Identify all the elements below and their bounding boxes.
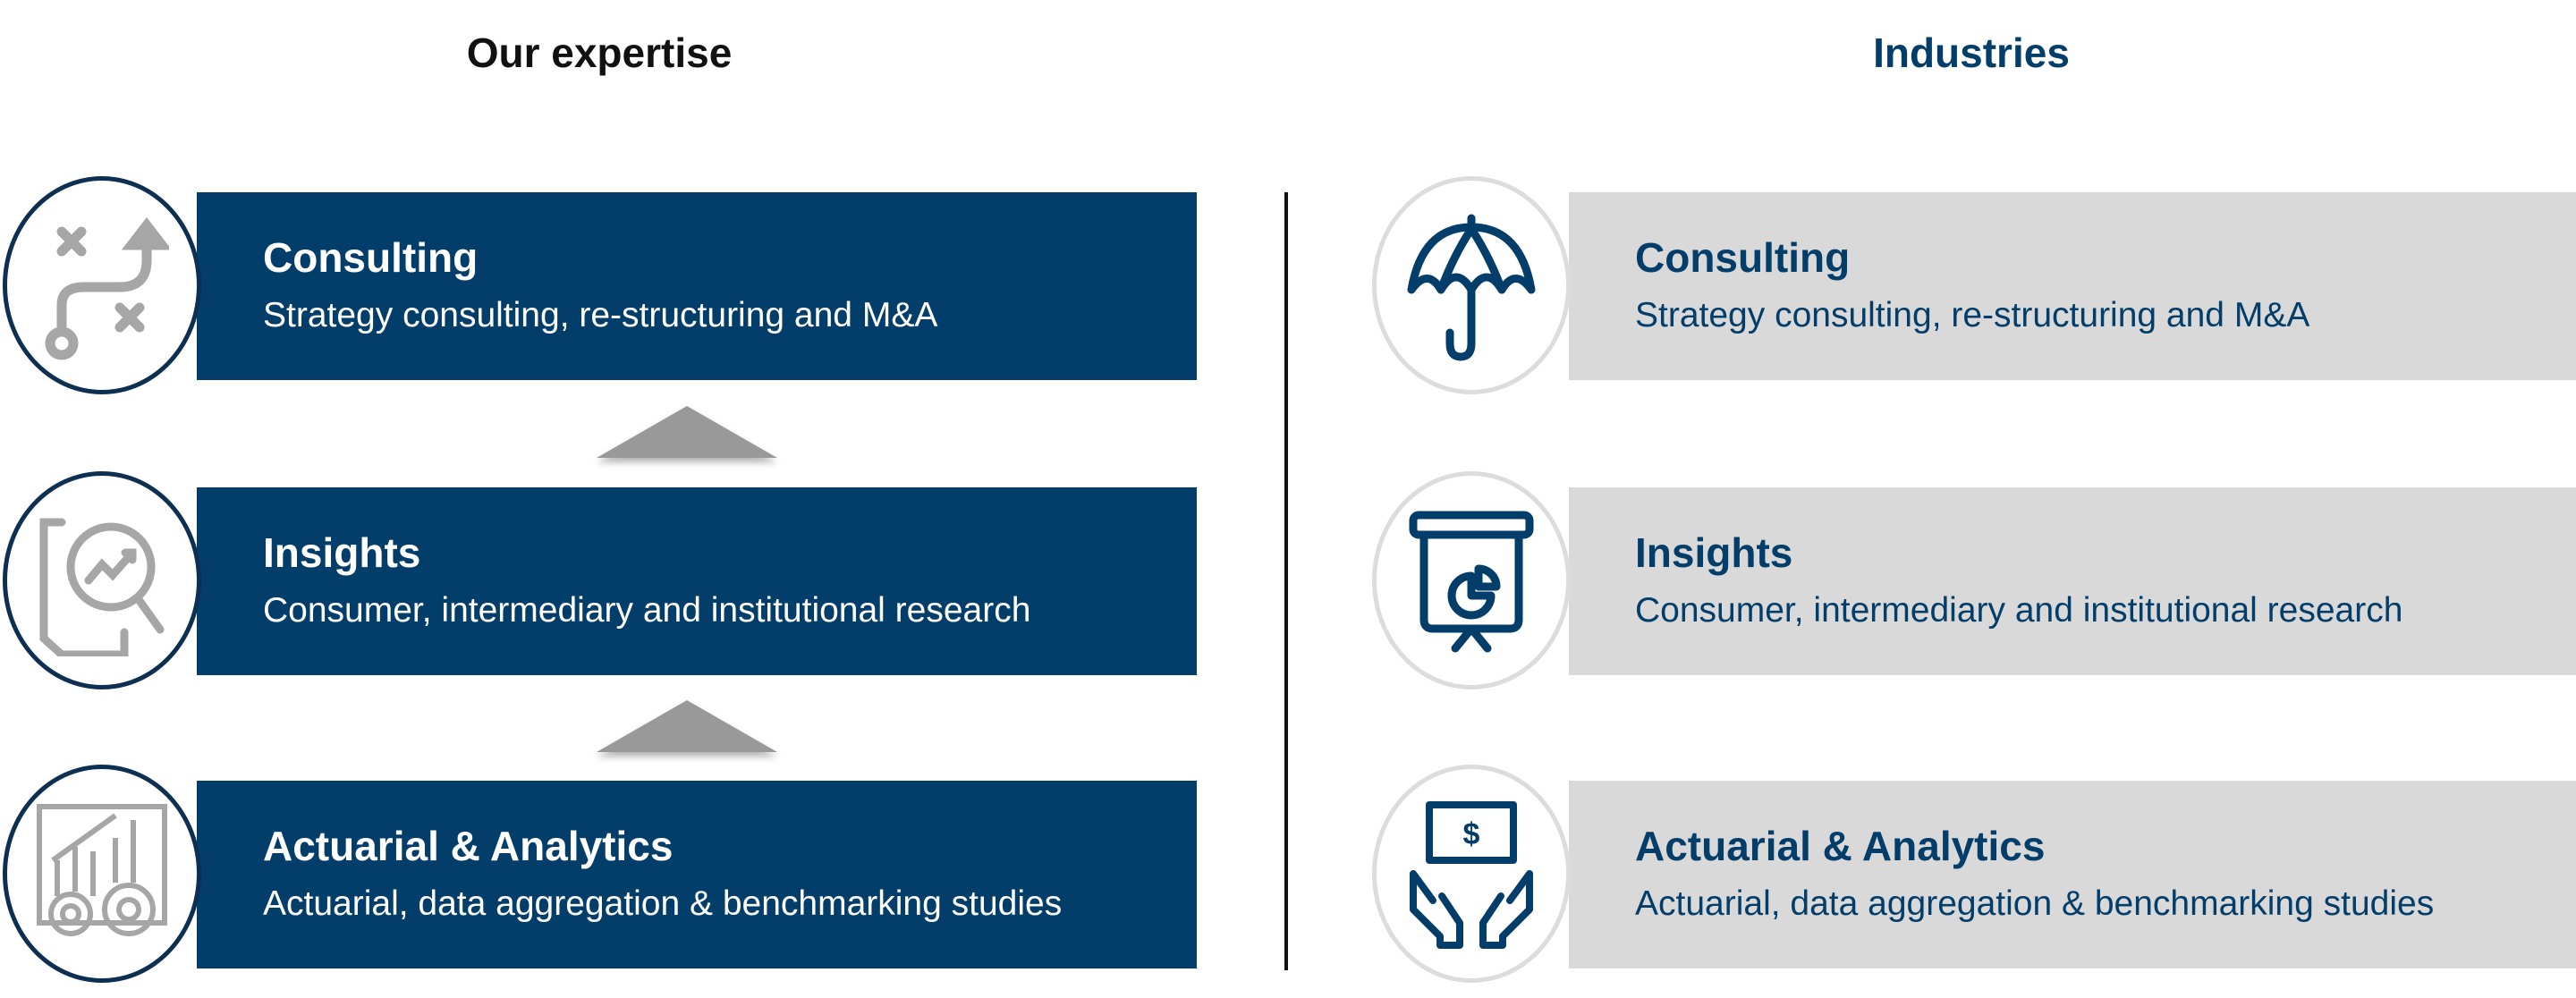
industries-consulting-bar: Consulting Strategy consulting, re-struc… <box>1569 192 2576 380</box>
item-subtitle: Strategy consulting, re-structuring and … <box>263 296 938 334</box>
presentation-pie-icon <box>1372 471 1571 689</box>
industries-actuarial-bar: Actuarial & Analytics Actuarial, data ag… <box>1569 781 2576 968</box>
up-arrow-triangle <box>597 406 777 458</box>
expertise-insights-bar: Insights Consumer, intermediary and inst… <box>197 487 1197 675</box>
up-arrow-triangle <box>597 700 777 752</box>
chart-gears-icon <box>3 765 201 983</box>
magnifier-chart-icon <box>3 471 201 689</box>
item-subtitle: Consumer, intermediary and institutional… <box>263 591 1031 630</box>
item-title: Insights <box>1635 529 1793 576</box>
item-title: Consulting <box>1635 234 1851 281</box>
hands-money-icon: $ <box>1372 765 1571 983</box>
item-title: Insights <box>263 529 421 576</box>
industries-heading: Industries <box>1873 30 2070 76</box>
strategy-path-icon <box>3 176 201 394</box>
umbrella-icon <box>1372 176 1571 394</box>
item-subtitle: Actuarial, data aggregation & benchmarki… <box>1635 884 2435 923</box>
item-subtitle: Consumer, intermediary and institutional… <box>1635 591 2403 630</box>
svg-text:$: $ <box>1463 817 1480 851</box>
industries-insights-bar: Insights Consumer, intermediary and inst… <box>1569 487 2576 675</box>
expertise-actuarial-bar: Actuarial & Analytics Actuarial, data ag… <box>197 781 1197 968</box>
column-divider <box>1284 192 1288 970</box>
item-subtitle: Actuarial, data aggregation & benchmarki… <box>263 884 1063 923</box>
item-title: Actuarial & Analytics <box>263 823 674 869</box>
our-expertise-heading: Our expertise <box>466 30 733 76</box>
expertise-consulting-bar: Consulting Strategy consulting, re-struc… <box>197 192 1197 380</box>
item-title: Actuarial & Analytics <box>1635 823 2046 869</box>
item-title: Consulting <box>263 234 479 281</box>
item-subtitle: Strategy consulting, re-structuring and … <box>1635 296 2310 334</box>
